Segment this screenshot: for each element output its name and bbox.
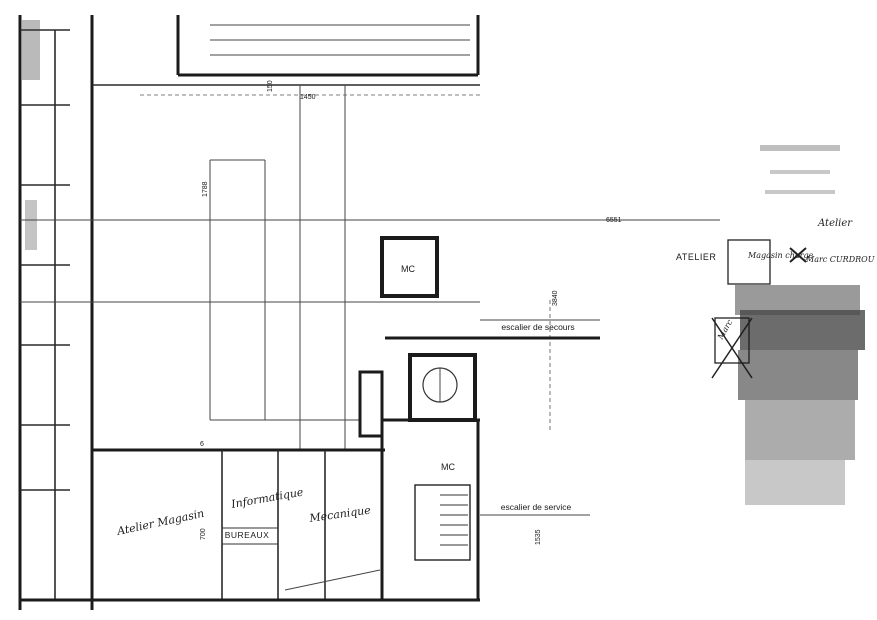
dim-6551: 6551 bbox=[606, 217, 622, 224]
dim-6: 6 bbox=[200, 441, 204, 448]
handwritten-struck-box: Marc bbox=[715, 318, 734, 342]
handwritten-marc-curdrou: Marc CURDROU bbox=[805, 255, 875, 264]
stair-secours-label: escalier de secours bbox=[501, 322, 574, 332]
top-structure bbox=[92, 15, 480, 86]
dim-700: 700 bbox=[200, 528, 207, 540]
lower-offices bbox=[20, 448, 480, 602]
dim-3840: 3840 bbox=[552, 290, 559, 306]
left-edge-structure bbox=[18, 15, 94, 610]
handwritten-atelier-box: Magasin charge bbox=[747, 251, 814, 260]
handwritten-office-3: Mecanique bbox=[308, 503, 372, 525]
core-block bbox=[358, 236, 600, 600]
atelier-label: ATELIER bbox=[676, 252, 716, 262]
handwritten-office-1: Atelier Magasin bbox=[115, 507, 205, 538]
handwritten-office-2: Informatique bbox=[229, 485, 305, 511]
stair-service-label: escalier de service bbox=[501, 502, 572, 512]
bureaux-label: BUREAUX bbox=[225, 530, 270, 540]
wc-upper-label: MC bbox=[401, 264, 415, 274]
dim-1788: 1788 bbox=[202, 181, 209, 197]
wc-lower-label: MC bbox=[441, 462, 455, 472]
dim-150: 150 bbox=[267, 80, 274, 92]
dim-1535: 1535 bbox=[535, 529, 542, 545]
handwritten-atelier-right: Atelier bbox=[817, 218, 853, 229]
dim-1450: 1450 bbox=[300, 94, 316, 101]
main-hall bbox=[20, 85, 720, 450]
scan-smudge bbox=[735, 145, 865, 505]
